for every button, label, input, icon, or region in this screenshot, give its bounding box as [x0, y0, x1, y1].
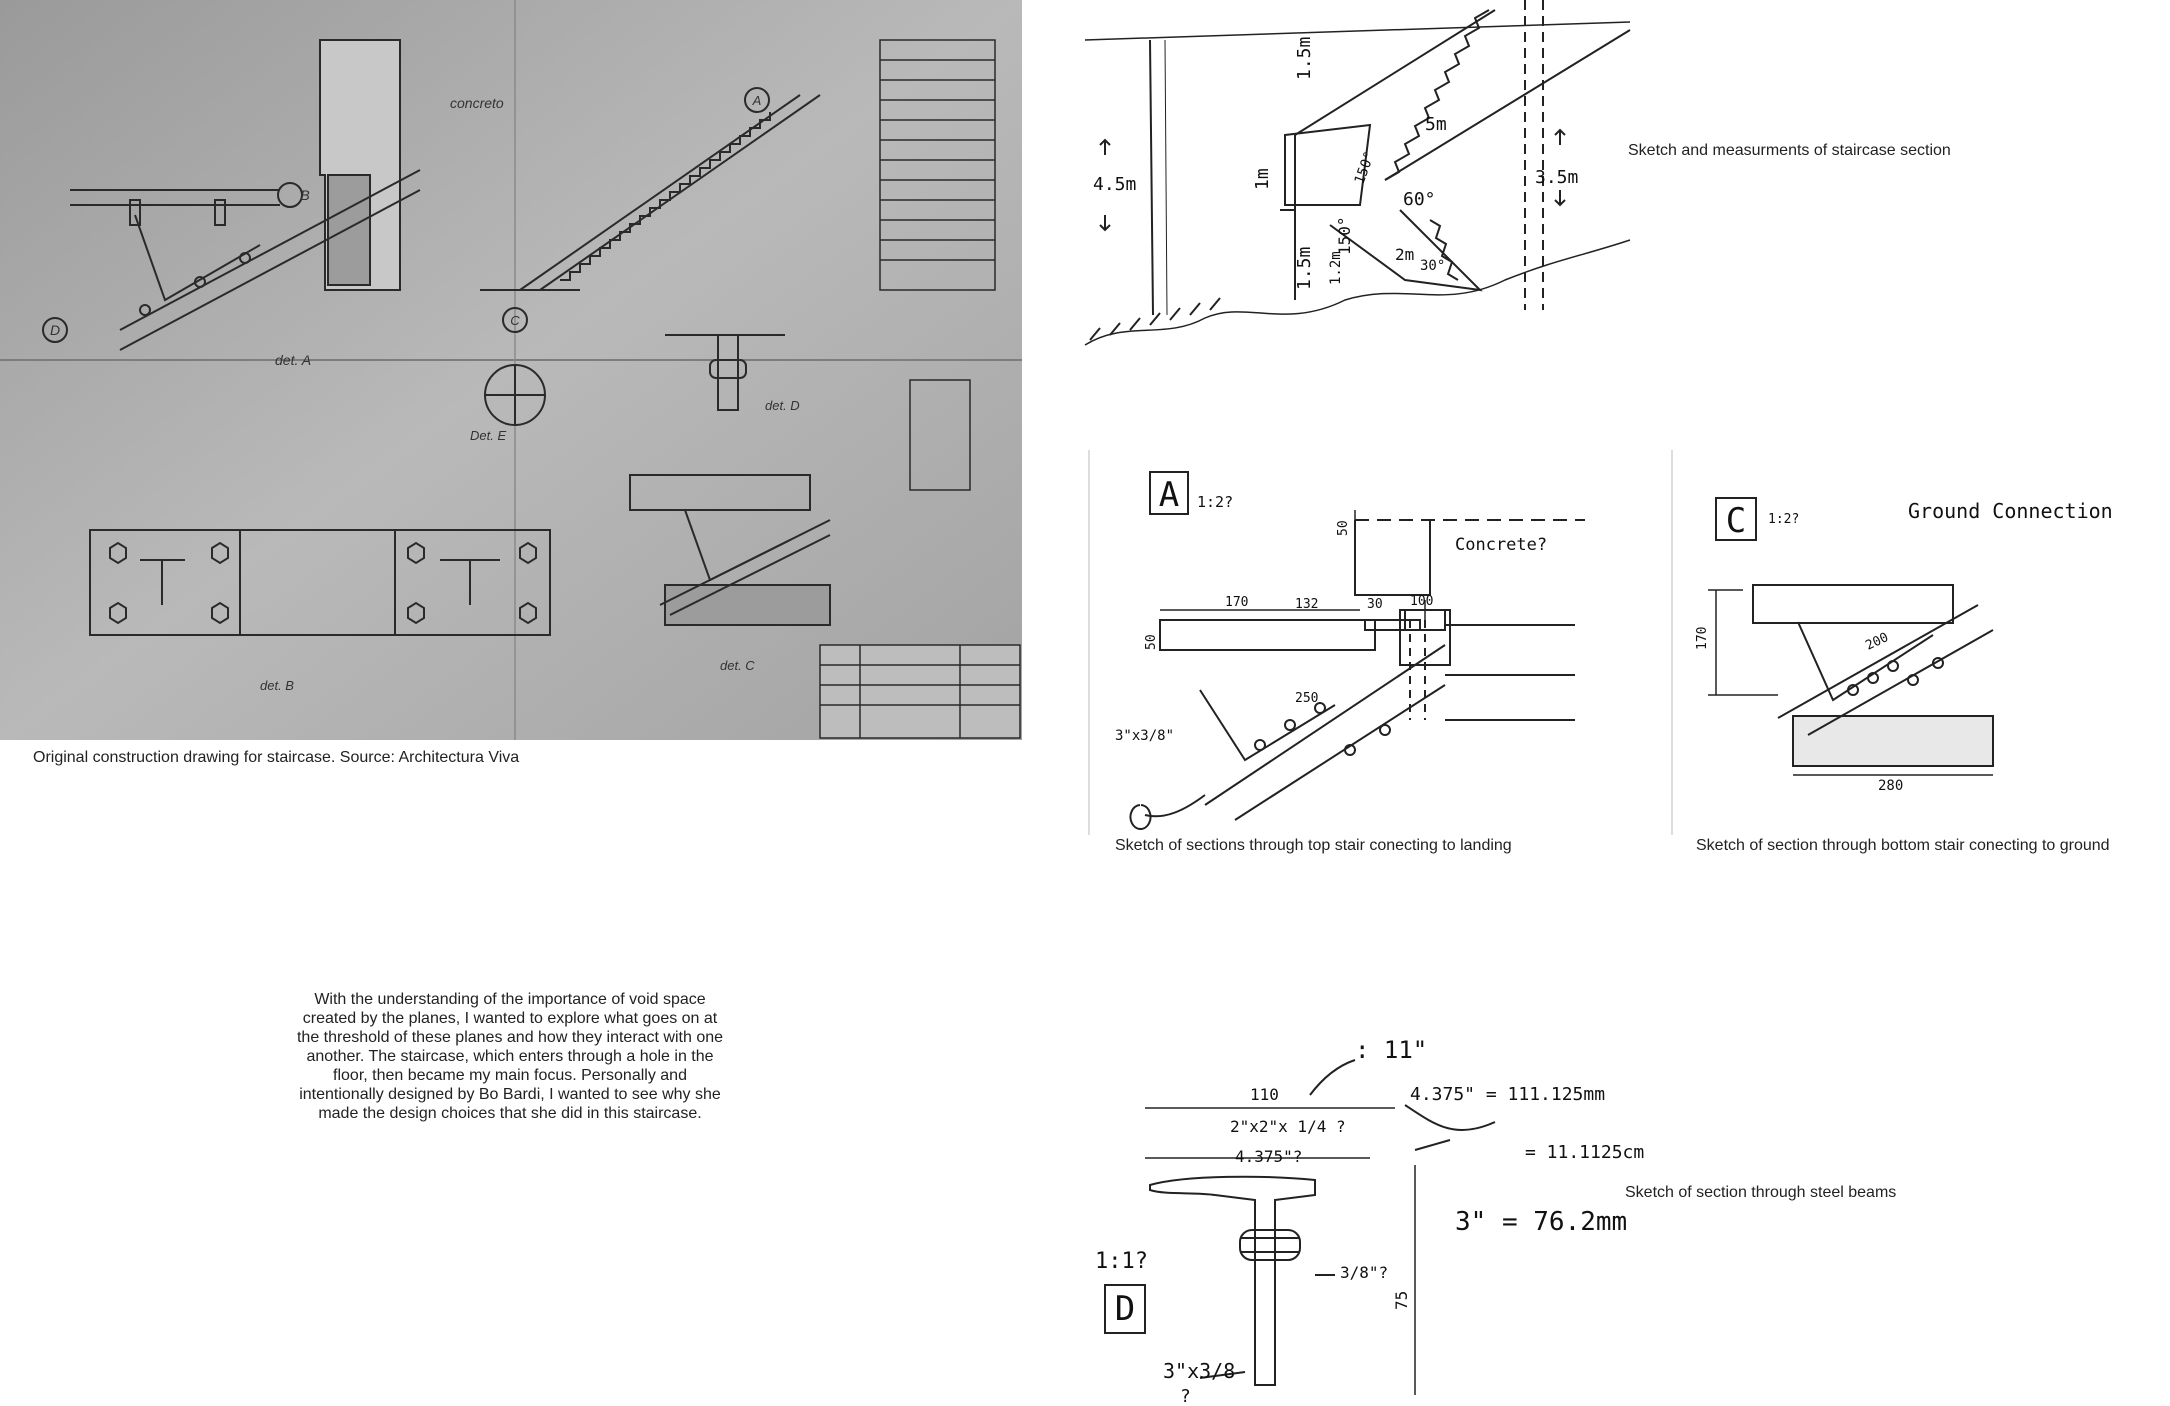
sketch-label-h2: 4.5m — [1093, 174, 1136, 195]
blueprint-marker-a: A — [752, 93, 762, 108]
sketch-a-dim-100: 100 — [1410, 594, 1433, 609]
sketch-d-75: 75 — [1392, 1291, 1411, 1310]
sketch-a-dim-250: 250 — [1295, 691, 1318, 706]
caption-steel-beams: Sketch of section through steel beams — [1625, 1184, 1897, 1201]
sketch-c-letter: C — [1726, 501, 1746, 541]
sketch-d-conversion: 4.375" = 111.125mm — [1410, 1084, 1605, 1105]
sketch-a-letter: A — [1159, 475, 1179, 515]
sketch-a-scale: 1:2? — [1197, 493, 1233, 511]
sketch-c-dim-170: 170 — [1695, 627, 1710, 650]
sketch-label-h3: 3.5m — [1535, 167, 1578, 188]
sketch-a-dim-50b: 50 — [1144, 634, 1159, 650]
sketch-d-plate: 3"x3/8 — [1163, 1359, 1235, 1383]
sketch-d-steel-beams: D 1:1? 110 : 11" 4.375" = 111.125mm = 11… — [1085, 1020, 1644, 1406]
sketch-d-question: ? — [1180, 1386, 1191, 1406]
blueprint-marker-d: D — [50, 322, 60, 338]
blueprint-detail-a-label: det. A — [275, 352, 311, 368]
sketch-d-inch: : 11" — [1355, 1036, 1427, 1064]
sketch-c-scale: 1:2? — [1768, 512, 1799, 527]
sketch-c-dim-280: 280 — [1878, 778, 1903, 794]
sketch-label-a4: 30° — [1420, 258, 1445, 274]
blueprint-concrete-label: concreto — [450, 95, 504, 111]
sketch-label-l2: 2m — [1395, 245, 1414, 264]
blueprint-detail-d-label: det. D — [765, 398, 800, 413]
sketch-a-dim-50a: 50 — [1336, 520, 1351, 536]
sketch-label-a3: 150° — [1335, 216, 1354, 255]
body-paragraph: With the understanding of the importance… — [296, 991, 724, 1122]
sketch-label-h6: 1.2m — [1328, 251, 1344, 285]
sketch-label-h4: 1m — [1252, 168, 1273, 190]
sketch-d-bolt: 3/8"? — [1340, 1263, 1388, 1282]
sketch-label-h5: 1.5m — [1294, 247, 1315, 290]
blueprint-detail-b-label: det. B — [260, 678, 294, 693]
sketch-d-cm: = 11.1125cm — [1525, 1142, 1644, 1163]
sketch-d-110: 110 — [1250, 1085, 1279, 1104]
caption-bottom-stair: Sketch of section through bottom stair c… — [1696, 837, 2110, 854]
sketch-d-depth: 3" = 76.2mm — [1455, 1207, 1627, 1237]
sketch-label-a1: 150° — [1352, 149, 1379, 186]
sketch-d-letter: D — [1115, 1289, 1135, 1329]
sketch-a-top-stair: A 1:2? Concrete? 50 170 132 30 100 50 25… — [1085, 450, 1605, 835]
sketch-a-dim-30: 30 — [1367, 597, 1383, 612]
sketch-label-h1: 1.5m — [1294, 37, 1315, 80]
original-blueprint-image: B D concreto det. A A C — [0, 0, 1022, 740]
sketch-d-width: 4.375"? — [1235, 1147, 1302, 1166]
blueprint-detail-c-label: det. C — [720, 658, 755, 673]
caption-top-stair: Sketch of sections through top stair con… — [1115, 837, 1512, 854]
sketch-a-dim-132: 132 — [1295, 597, 1318, 612]
sketch-a-dim-steel: 3"x3/8" — [1115, 728, 1174, 744]
blueprint-marker-c: C — [510, 313, 520, 328]
sketch-a-concrete-note: Concrete? — [1455, 535, 1547, 555]
sketch-a-dim-170: 170 — [1225, 595, 1248, 610]
sketch-label-a2: 60° — [1403, 189, 1436, 210]
caption-original-drawing: Original construction drawing for stairc… — [33, 749, 520, 766]
blueprint-marker-b: B — [300, 187, 309, 203]
sketch-c-ground-connection: C 1:2? Ground Connection 170 200 280 — [1668, 450, 2128, 835]
sketch-label-l1: 5m — [1425, 114, 1447, 135]
sketch-d-scale: 1:1? — [1095, 1249, 1148, 1274]
sketch-d-angle-size: 2"x2"x 1/4 ? — [1230, 1117, 1346, 1136]
sketch-c-dim-200: 200 — [1863, 630, 1891, 654]
sketch-c-title: Ground Connection — [1908, 499, 2113, 523]
section-measurement-sketch: 1.5m 4.5m 3.5m 1m 1.5m 1.2m 5m 2m 150° 6… — [1084, 0, 1631, 355]
caption-section-sketch: Sketch and measurments of staircase sect… — [1628, 142, 1951, 159]
blueprint-detail-e-label: Det. E — [470, 428, 506, 443]
